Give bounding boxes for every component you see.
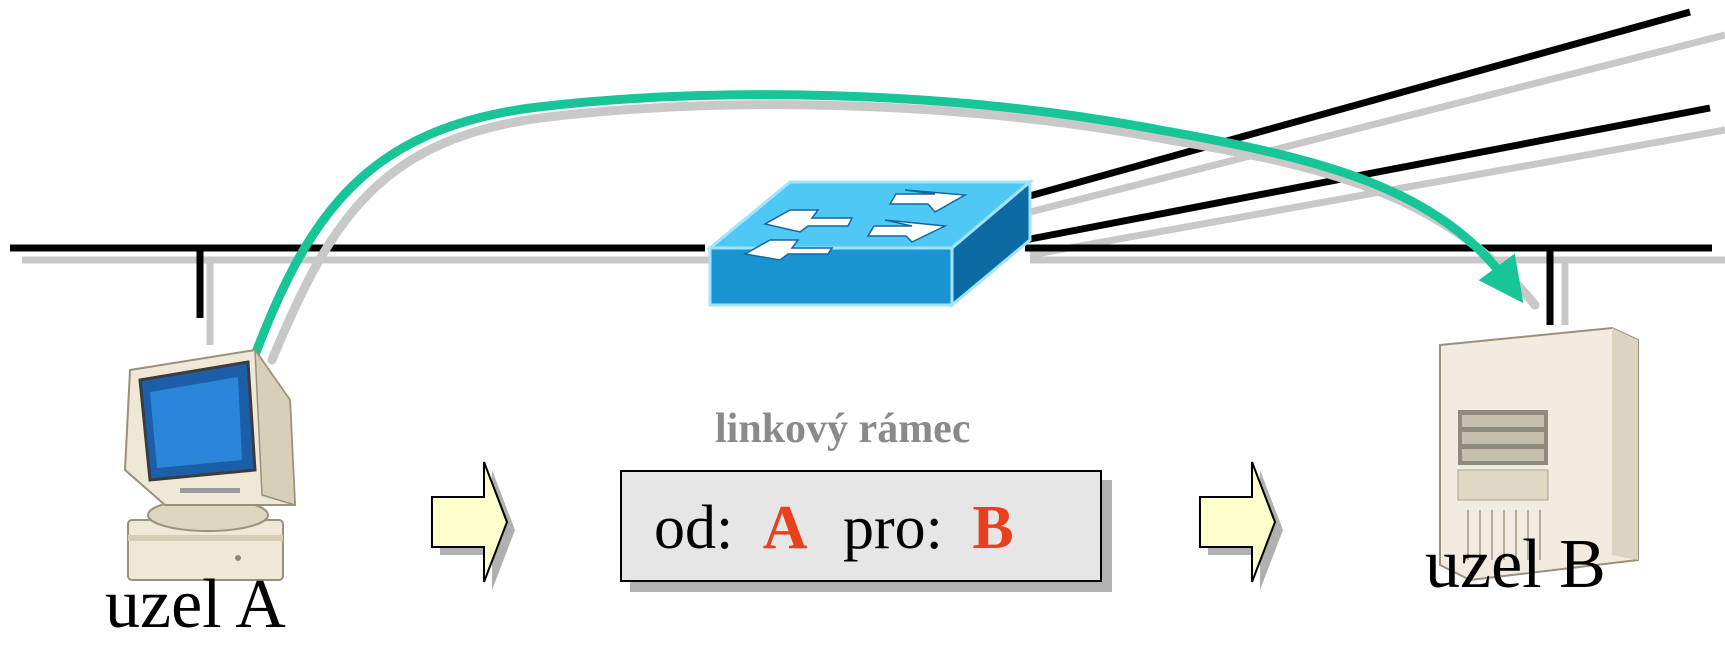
block-arrow-right-icon (432, 462, 515, 590)
frame-title: linkový rámec (715, 408, 970, 450)
node-label-b: uzel B (1425, 530, 1606, 600)
frame-to-label: pro: (843, 494, 943, 562)
desktop-computer-icon (125, 350, 295, 580)
frame-from-label: od: (654, 494, 733, 562)
node-label-a: uzel A (105, 570, 286, 640)
frame-to-address: B (972, 494, 1013, 562)
network-switch-icon (710, 182, 1030, 305)
block-arrow-right-icon (1200, 462, 1283, 590)
frame-from-address: A (763, 494, 808, 562)
link-frame: od: A pro: B (620, 470, 1102, 582)
